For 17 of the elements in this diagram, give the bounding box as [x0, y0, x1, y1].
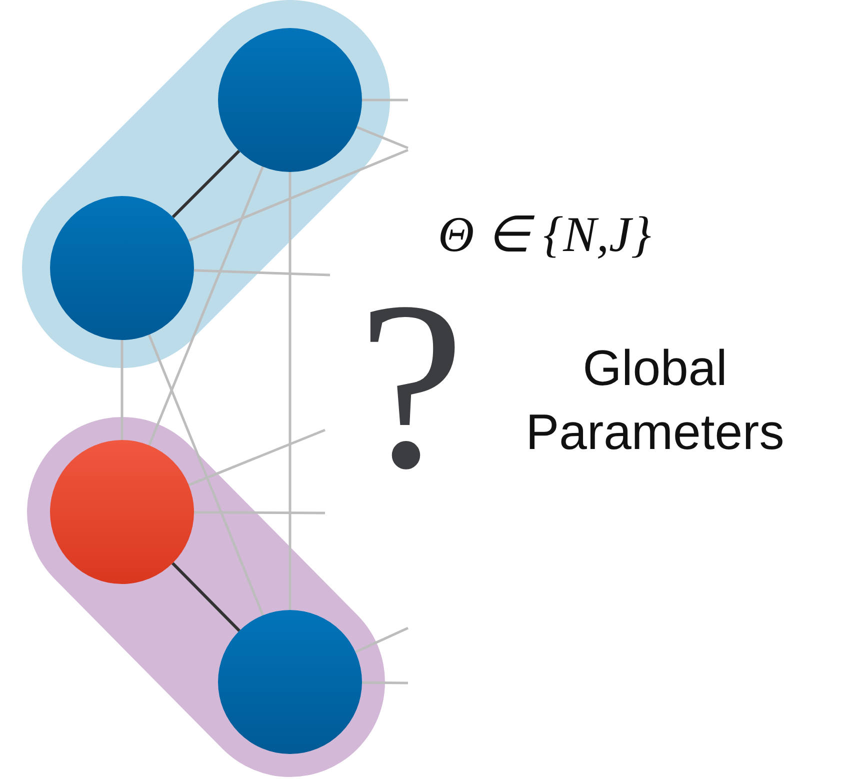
connection-line-stub	[188, 428, 326, 486]
connection-line-stub	[194, 511, 325, 514]
connection-line-stub	[362, 681, 408, 684]
connection-line	[120, 340, 124, 440]
connection-line	[148, 166, 264, 446]
connection-line-stub	[188, 148, 408, 242]
connection-line-stub	[354, 626, 409, 654]
connection-line	[148, 334, 264, 616]
question-mark: ?	[358, 285, 466, 485]
connection-line-stub	[362, 98, 408, 102]
parameter-set-formula: Θ ∈ {N,J}	[438, 205, 652, 263]
global-parameters-label: Global Parameters	[524, 339, 786, 462]
connection-line-stub	[194, 269, 330, 276]
connection-line	[172, 562, 240, 632]
connection-line-stub	[356, 126, 408, 150]
connection-line	[288, 172, 292, 610]
connection-line	[172, 150, 240, 218]
